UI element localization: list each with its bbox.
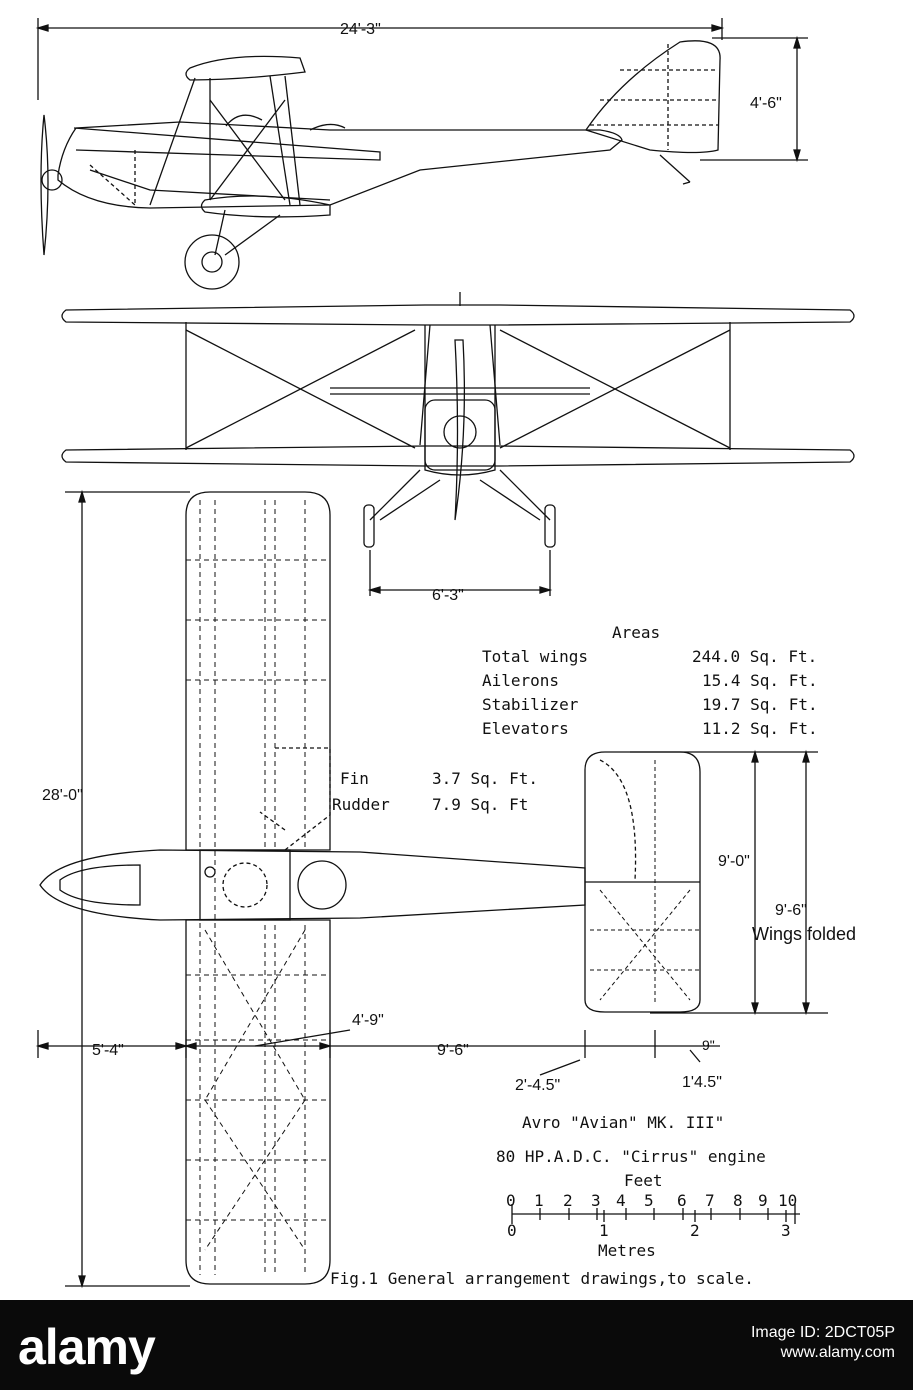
area-name: Elevators — [482, 719, 569, 738]
feet-tick-label: 1 — [534, 1191, 544, 1210]
fin-label: Fin — [340, 769, 369, 788]
metre-tick-label: 1 — [599, 1221, 609, 1240]
metre-tick-label: 3 — [781, 1221, 791, 1240]
area-name: Total wings — [482, 647, 588, 666]
area-name: Ailerons — [482, 671, 559, 690]
area-value: 15.4 Sq. Ft. — [702, 671, 818, 690]
scale-bar — [511, 1204, 800, 1224]
feet-tick-label: 6 — [677, 1191, 687, 1210]
site-label: www.alamy.com — [780, 1344, 895, 1361]
feet-tick-label: 3 — [591, 1191, 601, 1210]
metre-tick-label: 2 — [690, 1221, 700, 1240]
image-id-label: Image ID: 2DCT05P — [750, 1324, 895, 1341]
fin-area: 3.7 Sq. Ft. — [432, 769, 538, 788]
dim-chord: 4'-9" — [352, 1012, 384, 1029]
area-value: 11.2 Sq. Ft. — [702, 719, 818, 738]
area-value: 244.0 Sq. Ft. — [692, 647, 817, 666]
feet-tick-label: 7 — [705, 1191, 715, 1210]
scale-metres-label: Metres — [598, 1241, 656, 1260]
feet-tick-label: 9 — [758, 1191, 768, 1210]
area-value: 19.7 Sq. Ft. — [702, 695, 818, 714]
drawing-sheet: 24'-3" 4'-6" 6'-3" 28'-0" 9'-0" 9'-6" Wi… — [35, 18, 857, 1289]
title-block: Avro "Avian" MK. III" 80 HP.A.D.C. "Cirr… — [330, 1113, 797, 1288]
dim-tailplane-span: 9'-0" — [718, 853, 750, 870]
feet-tick-label: 2 — [563, 1191, 573, 1210]
rudder-label: Rudder — [332, 795, 390, 814]
dim-span: 28'-0" — [42, 787, 83, 804]
metre-tick-label: 0 — [507, 1221, 517, 1240]
front-view — [61, 292, 855, 596]
areas-table: Areas Total wings 244.0 Sq. Ft. Ailerons… — [482, 623, 818, 738]
dim-track: 6'-3" — [432, 587, 464, 604]
dim-nose-to-wing: 5'-4" — [92, 1042, 124, 1059]
watermark-logo: alamy — [18, 1319, 156, 1375]
watermark-id: Image ID: 2DCT05P www.alamy.com — [751, 1323, 895, 1363]
areas-title: Areas — [612, 623, 660, 642]
dim-small-offset: 1'4.5" — [682, 1074, 722, 1091]
side-view — [35, 18, 808, 290]
feet-tick-label: 10 — [778, 1191, 797, 1210]
dim-wing-to-tail: 9'-6" — [437, 1042, 469, 1059]
plan-view — [35, 489, 828, 1289]
feet-tick-label: 0 — [506, 1191, 516, 1210]
engine-label: 80 HP.A.D.C. "Cirrus" engine — [496, 1147, 766, 1166]
figure-caption: Fig.1 General arrangement drawings,to sc… — [330, 1269, 754, 1288]
watermark-bar — [0, 1300, 913, 1390]
wings-folded-label: Wings folded — [752, 924, 856, 944]
general-arrangement-drawing: 24'-3" 4'-6" 6'-3" 28'-0" 9'-0" 9'-6" Wi… — [35, 18, 856, 1289]
scale-feet-label: Feet — [624, 1171, 663, 1190]
area-name: Stabilizer — [482, 695, 579, 714]
fin-rudder-areas: Fin 3.7 Sq. Ft. Rudder 7.9 Sq. Ft — [332, 769, 538, 814]
feet-tick-label: 4 — [616, 1191, 626, 1210]
dim-tail-offset: 2'-4.5" — [515, 1077, 560, 1094]
dim-small-nine: 9" — [702, 1037, 715, 1053]
rudder-area: 7.9 Sq. Ft — [432, 795, 528, 814]
dim-height: 4'-6" — [750, 95, 782, 112]
feet-tick-label: 8 — [733, 1191, 743, 1210]
dim-length: 24'-3" — [340, 21, 381, 38]
feet-tick-label: 5 — [644, 1191, 654, 1210]
dim-folded-width: 9'-6" — [775, 902, 807, 919]
model-title: Avro "Avian" MK. III" — [522, 1113, 724, 1132]
